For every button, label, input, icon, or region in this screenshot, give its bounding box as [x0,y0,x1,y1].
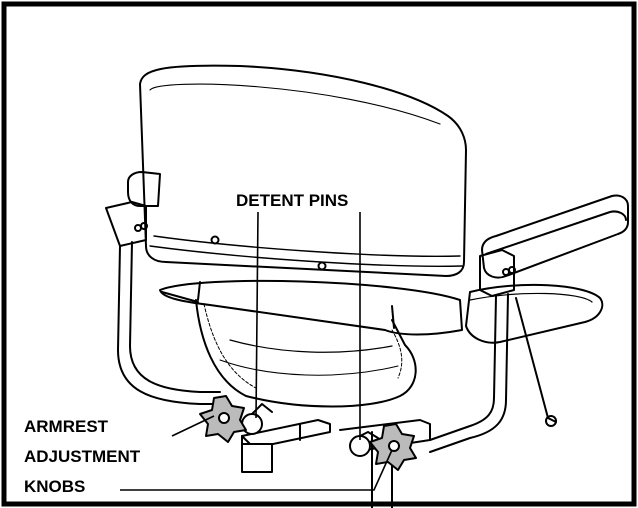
armrest-label-line3: KNOBS [24,477,85,496]
right-armrest-pad [481,194,629,279]
armrest-label-line2: ADJUSTMENT [24,447,141,466]
seat-back [139,64,467,277]
leader-detent-left [255,211,259,419]
leader-knob-right [120,449,393,491]
right-armrest-tube [429,295,497,441]
right-armrest-bracket [479,249,515,297]
left-armrest-bracket [105,201,147,247]
leader-knob-left [171,415,215,437]
back-screw-right [317,261,327,271]
left-armrest-pad [127,171,161,207]
seat-frame [159,279,463,336]
armrest-knob-left [199,395,247,443]
seat-cushion [465,283,604,344]
seat-sling [195,299,417,408]
left-armrest-tube [117,245,221,405]
armrest-knob-right [369,423,417,471]
seat-post-socket [241,443,273,473]
detent-pins-label: DETENT PINS [236,191,348,210]
armrest-label-line1: ARMREST [24,417,109,436]
back-screw-left [210,235,220,245]
